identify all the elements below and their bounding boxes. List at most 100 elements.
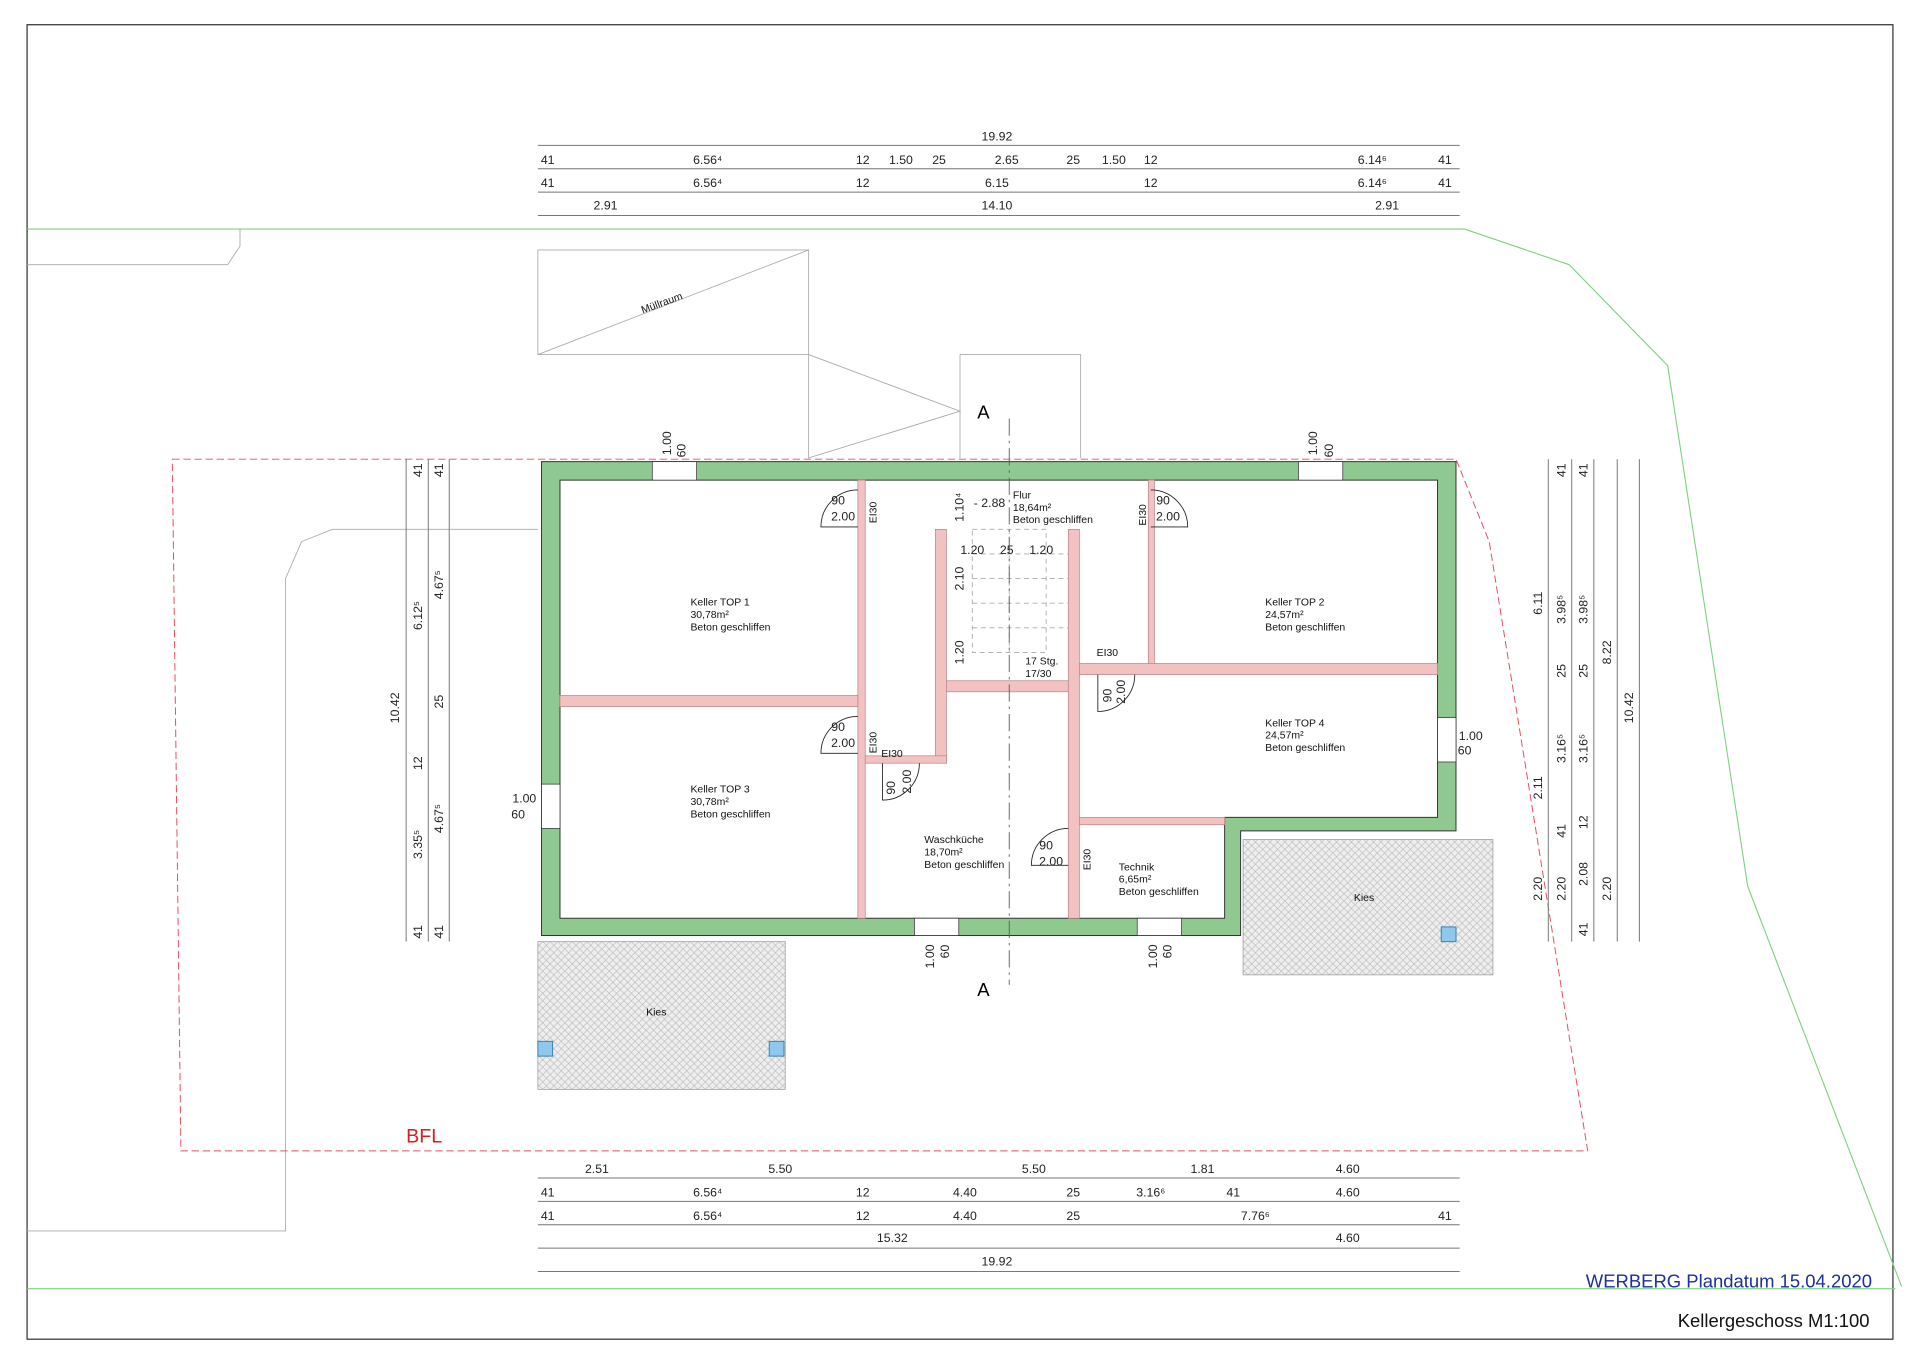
dimension-label: 1.00 xyxy=(1306,431,1320,455)
dimension-label: 24,57m² xyxy=(1265,610,1304,621)
dimension-label: 4.67⁵ xyxy=(432,804,446,833)
dimension-label: 2.00 xyxy=(900,770,914,794)
dimension-label: 6.56⁴ xyxy=(693,176,722,190)
dimension-label: 41 xyxy=(1438,153,1452,167)
dimension-label: 1.00 xyxy=(512,792,536,806)
bfl-boundary xyxy=(171,458,1589,1152)
dimension-label: 3.16⁶ xyxy=(1136,1185,1165,1199)
dimension-label: 25 xyxy=(1066,1209,1080,1223)
dimension-label: Keller TOP 3 xyxy=(690,785,749,796)
plan-title: WERBERG Plandatum 15.04.2020 xyxy=(1586,1271,1872,1292)
dimension-label: 19.92 xyxy=(982,129,1013,143)
dimension-label: 18,70m² xyxy=(924,848,963,859)
dimension-label: 3.98⁵ xyxy=(1577,595,1591,624)
dimension-label: Flur xyxy=(1013,491,1032,502)
dimension-label: 5.50 xyxy=(1022,1162,1046,1176)
dimension-label: 25 xyxy=(1066,153,1080,167)
dimension-label: 2.11 xyxy=(1531,776,1545,799)
dimension-label: 4.60 xyxy=(1336,1231,1360,1245)
dimension-label: 6.11 xyxy=(1531,592,1545,615)
door-swings xyxy=(820,489,1189,866)
dimension-label: 2.91 xyxy=(1375,198,1399,212)
dimension-label: 41 xyxy=(411,463,425,477)
dimension-label: 12 xyxy=(1144,153,1158,167)
dimension-label: Beton geschliffen xyxy=(1265,622,1345,633)
dimension-label: Beton geschliffen xyxy=(1265,743,1345,754)
dimension-label: 25 xyxy=(432,695,446,709)
dimension-label: 41 xyxy=(541,1209,555,1223)
neighbor-outline xyxy=(27,229,1082,1232)
dimension-label: 6.14⁶ xyxy=(1358,176,1387,190)
dimension-label: 60 xyxy=(938,945,952,959)
dimension-label: Keller TOP 1 xyxy=(690,598,749,609)
dimension-label: 41 xyxy=(1438,176,1452,190)
dimension-label: EI30 xyxy=(881,749,903,760)
dimension-label: 30,78m² xyxy=(690,797,729,808)
dimension-label: EI30 xyxy=(1082,849,1093,871)
dimension-label: 41 xyxy=(1577,463,1591,477)
dimension-label: 1.00 xyxy=(660,431,674,455)
kies-label-2: Kies xyxy=(1354,893,1374,904)
dimension-label: 12 xyxy=(856,1209,870,1223)
dimension-label: 6.56⁴ xyxy=(693,1185,722,1199)
dimension-label: 60 xyxy=(675,444,689,458)
dimension-label: Beton geschliffen xyxy=(1013,515,1093,526)
dimension-label: 2.08 xyxy=(1577,862,1591,886)
dimension-label: 2.10 xyxy=(953,566,967,590)
dimension-label: - 2.88 xyxy=(974,496,1006,510)
dimension-label: Beton geschliffen xyxy=(924,860,1004,871)
dimension-label: 41 xyxy=(1226,1185,1240,1199)
dimension-label: 4.67⁵ xyxy=(432,570,446,599)
dimension-label: 41 xyxy=(541,176,555,190)
dimension-label: 12 xyxy=(1577,815,1591,829)
muellraum-label: Müllraum xyxy=(640,291,684,316)
dimension-label: 90 xyxy=(884,781,898,795)
dimension-label: 3.16⁵ xyxy=(1577,734,1591,763)
dimension-label: 1.10⁴ xyxy=(953,493,967,522)
dimension-label: 6.56⁴ xyxy=(693,153,722,167)
dimension-label: 4.40 xyxy=(953,1209,977,1223)
sheet-frame xyxy=(26,24,1894,1340)
kies-area-2 xyxy=(1242,839,1494,976)
dimension-label: 15.32 xyxy=(877,1231,908,1245)
dimension-label: 2.65 xyxy=(995,153,1019,167)
dimension-label: 2.91 xyxy=(594,198,618,212)
dimension-label: 2.00 xyxy=(1039,854,1063,868)
dimension-label: 25 xyxy=(1577,664,1591,678)
kies-area-1 xyxy=(537,941,786,1090)
dimension-label: Beton geschliffen xyxy=(690,809,770,820)
plan-subtitle: Kellergeschoss M1:100 xyxy=(1678,1310,1870,1331)
dimension-label: 1.50 xyxy=(1102,153,1126,167)
dimension-label: 1.20 xyxy=(1029,543,1053,557)
dimension-label: 5.50 xyxy=(768,1162,792,1176)
dimension-label: 41 xyxy=(1577,922,1591,936)
dimension-label: 3.16⁵ xyxy=(1555,734,1569,763)
dimension-label: 25 xyxy=(1555,664,1569,678)
dimension-label: Keller TOP 4 xyxy=(1265,718,1324,729)
dimension-label: 12 xyxy=(856,1185,870,1199)
dimension-label: 60 xyxy=(1161,945,1175,959)
dimension-label: 90 xyxy=(1039,838,1053,852)
dimension-label: 90 xyxy=(831,720,845,734)
dimension-label: 17/30 xyxy=(1025,669,1051,680)
dimension-label: 12 xyxy=(856,176,870,190)
dimension-label: 2.51 xyxy=(585,1162,609,1176)
dimension-label: 60 xyxy=(511,808,525,822)
dimension-label: 3.35⁵ xyxy=(411,830,425,859)
dimension-label: 2.20 xyxy=(1555,877,1569,901)
dimension-label: 8.22 xyxy=(1600,640,1614,664)
dimension-label: EI30 xyxy=(868,732,879,754)
dimension-label: Technik xyxy=(1119,862,1155,873)
dimension-label: 12 xyxy=(856,153,870,167)
dimension-label: 41 xyxy=(541,1185,555,1199)
dimension-label: 4.60 xyxy=(1336,1162,1360,1176)
